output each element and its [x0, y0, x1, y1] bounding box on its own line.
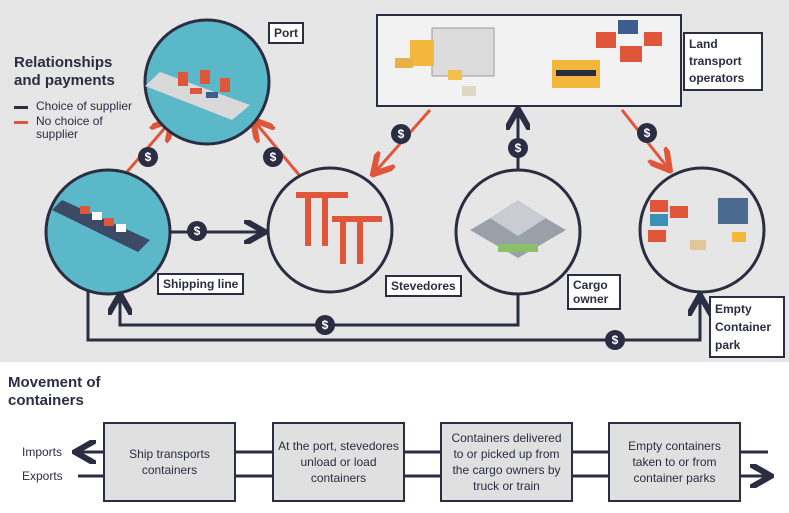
dollar-label: $ [644, 126, 651, 140]
empty-container-park-label: Empty Container park [709, 296, 785, 358]
flow-step-empty-park: Empty containers taken to or from contai… [608, 422, 741, 502]
dollar-label: $ [322, 318, 329, 332]
dollar-label: $ [270, 150, 277, 164]
flow-step-ship: Ship transports containers [103, 422, 236, 502]
flow-step-stevedores-text: At the port, stevedores unload or load c… [278, 439, 399, 485]
shipping-line-label: Shipping line [157, 273, 245, 295]
movement-title: Movement of containers [8, 374, 101, 409]
dollar-badge-icon [315, 315, 335, 335]
container-yard-illustration [648, 198, 748, 250]
dollar-badge-icon [637, 123, 657, 143]
cranes-illustration [296, 192, 382, 264]
land-transport-label: Land transport operators [683, 32, 763, 91]
exports-label: Exports [22, 469, 63, 483]
dollar-label: $ [194, 224, 201, 238]
red-legend-swatch [14, 121, 28, 124]
shipping-to-park-line [86, 288, 700, 342]
dollar-badge-icon [138, 147, 158, 167]
cargo-owner-label: Cargo owner [567, 274, 621, 310]
flow-step-ship-text: Ship transports containers [129, 447, 210, 477]
flow-step-empty-park-text: Empty containers taken to or from contai… [628, 439, 721, 485]
dollar-label: $ [515, 141, 522, 155]
truck-illustration [395, 27, 495, 96]
flow-step-stevedores: At the port, stevedores unload or load c… [272, 422, 405, 502]
navy-legend-swatch [14, 106, 28, 109]
train-illustration [552, 20, 662, 88]
payment-badges [138, 123, 657, 350]
legend-no-choice-label: No choice of supplier [36, 114, 103, 141]
port-illustration [145, 70, 250, 120]
legend-choice-label: Choice of supplier [36, 99, 133, 113]
imports-label: Imports [22, 445, 63, 459]
dollar-badge-icon [391, 124, 411, 144]
dollar-label: $ [612, 333, 619, 347]
dollar-badge-icon [605, 330, 625, 350]
dollar-badge-icon [263, 147, 283, 167]
dollar-label: $ [145, 150, 152, 164]
stevedores-circle [266, 166, 394, 294]
port-label: Port [268, 22, 304, 44]
flow-step-delivery-text: Containers delivered to or picked up fro… [451, 431, 562, 493]
stevedores-label: Stevedores [385, 275, 462, 297]
warehouse-illustration [470, 200, 566, 258]
dollar-badge-icon [187, 221, 207, 241]
dollar-label: $ [398, 127, 405, 141]
flow-step-delivery: Containers delivered to or picked up fro… [440, 422, 573, 502]
dollar-badge-icon [508, 138, 528, 158]
legend-title: Relationships and payments [14, 54, 115, 89]
ship-illustration [52, 200, 150, 252]
